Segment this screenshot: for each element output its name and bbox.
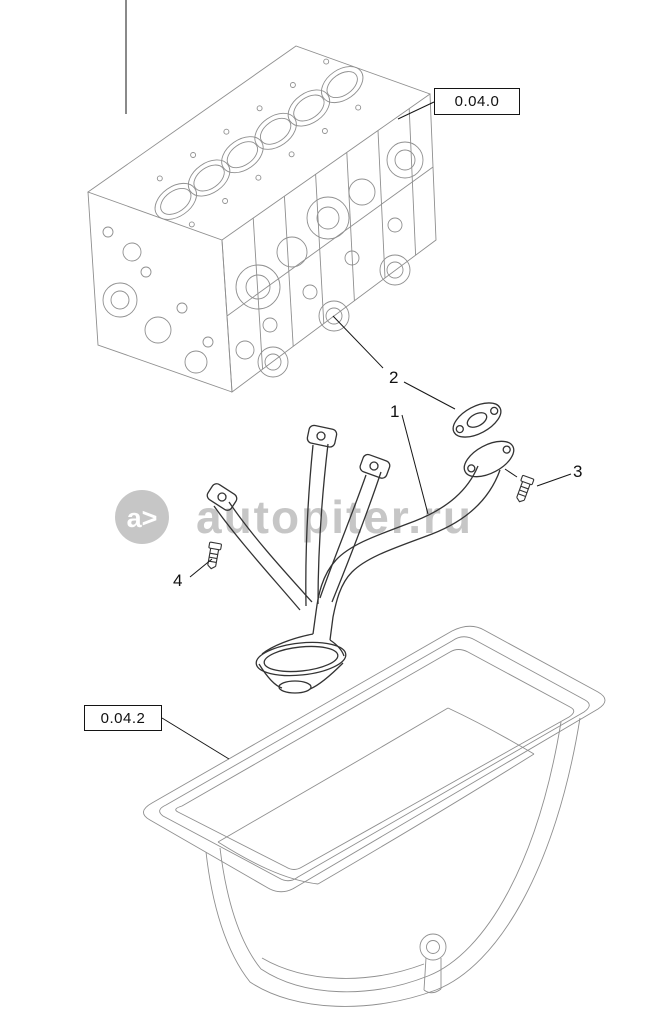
engine-block-drawing — [87, 45, 437, 393]
ref-link-engine-block[interactable]: 0.04.0 — [434, 88, 520, 115]
pan-sump-bottom-edge — [261, 957, 425, 979]
left-face-bores — [102, 226, 214, 374]
leader-flange-to-bolt-3 — [504, 468, 518, 478]
callout-3[interactable]: 3 — [573, 462, 583, 481]
pan-floor-edges — [217, 707, 535, 885]
oil-pan-drawing — [143, 625, 606, 1007]
leader-callout-3 — [536, 473, 572, 487]
leader-callout-4 — [189, 558, 213, 578]
leader-ref-engine-block — [397, 101, 435, 120]
leader-callout-2 — [403, 381, 456, 410]
front-face-ribs — [226, 108, 434, 370]
leader-block-to-assembly — [332, 315, 384, 369]
ref-link-oil-pan-label: 0.04.2 — [100, 709, 146, 727]
watermark-text: autopiter.ru — [196, 491, 473, 543]
ref-link-engine-block-label: 0.04.0 — [454, 93, 500, 110]
watermark-logo-circle — [115, 490, 169, 544]
gasket-part-2 — [452, 402, 502, 438]
bracket-arm-right — [319, 453, 391, 603]
watermark: a> autopiter.ru — [115, 490, 473, 544]
strainer-bell — [255, 633, 347, 694]
callout-2[interactable]: 2 — [389, 368, 399, 387]
pan-sump-outer — [205, 717, 581, 1007]
engine-block-front-face — [221, 93, 437, 393]
bolt-3-icon — [516, 474, 535, 503]
pipe-flange — [463, 440, 515, 478]
ref-link-oil-pan[interactable]: 0.04.2 — [84, 705, 162, 731]
pan-rim-inner-2 — [175, 649, 575, 870]
leader-lines — [125, 0, 572, 760]
drain-plug — [419, 933, 447, 994]
bracket-arm-left — [206, 483, 313, 611]
callout-1[interactable]: 1 — [390, 402, 400, 421]
callout-4[interactable]: 4 — [173, 571, 183, 590]
pan-sump-inner — [219, 721, 562, 993]
head-bolt-bosses — [156, 58, 362, 228]
front-face-bores — [235, 141, 424, 378]
bolt-4-icon — [207, 541, 222, 570]
engine-block-left-face — [87, 191, 233, 393]
bracket-arm-middle — [305, 424, 338, 607]
suction-pipe-drawing — [206, 402, 515, 694]
leader-callout-1 — [401, 414, 429, 515]
pan-rim-outer — [143, 625, 606, 893]
cylinder-bores — [154, 66, 364, 220]
pipe-body-part-1 — [312, 465, 501, 641]
watermark-logo-text: a> — [127, 503, 158, 533]
leader-ref-oil-pan — [161, 717, 230, 760]
pan-rim-inner-1 — [159, 636, 590, 882]
